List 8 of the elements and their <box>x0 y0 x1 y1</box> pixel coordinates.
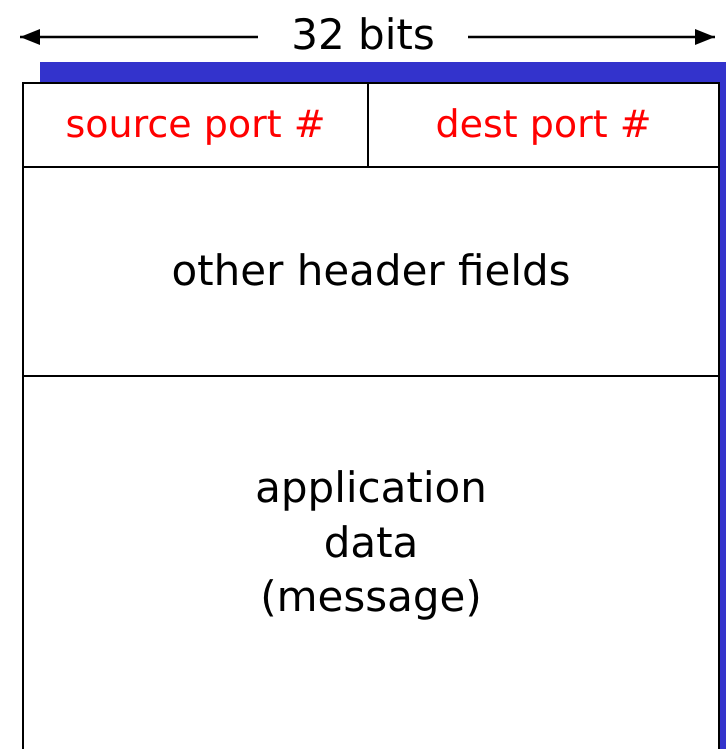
header-field <box>22 166 720 377</box>
field-label: source port # <box>65 101 326 148</box>
port-field <box>367 82 720 168</box>
field-label: other header fields <box>171 245 571 298</box>
port-field <box>22 82 369 168</box>
field-label: application data (message) <box>254 462 488 624</box>
data-field <box>22 375 720 749</box>
field-label: dest port # <box>435 101 652 148</box>
